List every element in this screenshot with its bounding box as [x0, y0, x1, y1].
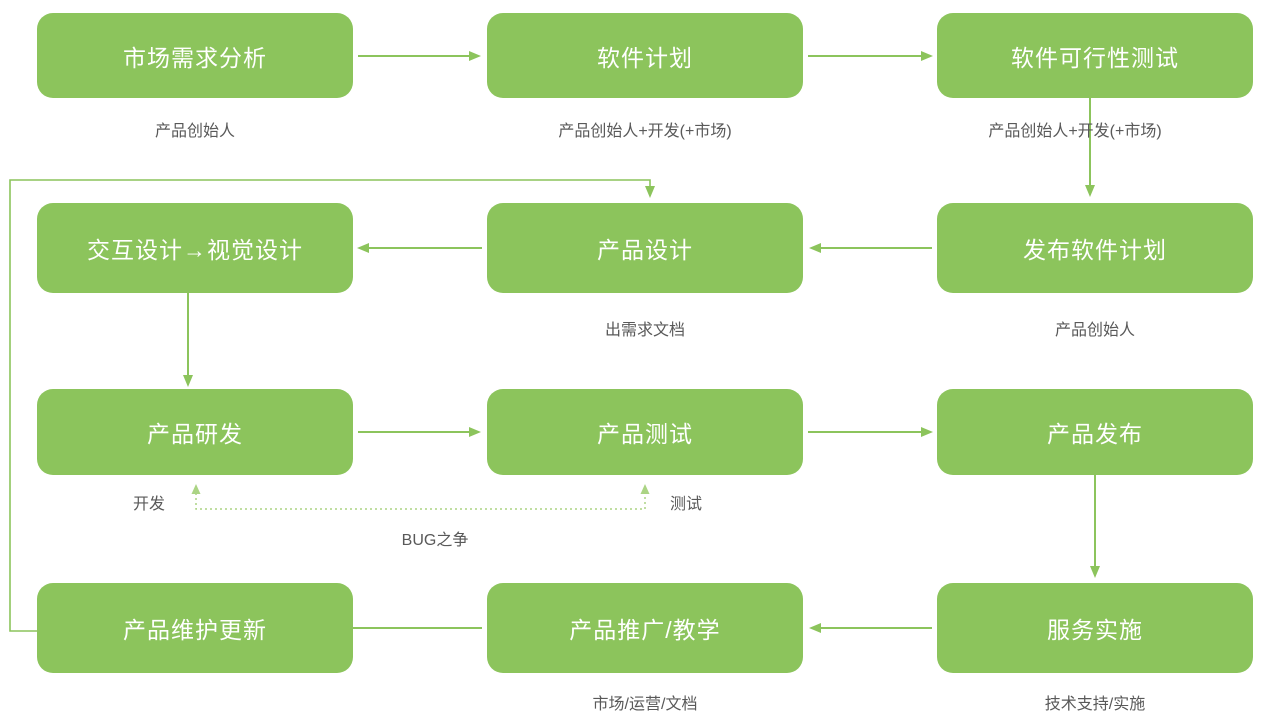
annotation-test: 测试 [669, 496, 703, 513]
node-product-release: 产品发布 [937, 389, 1253, 475]
node-product-release-label: 产品发布 [1047, 421, 1143, 447]
node-product-dev: 产品研发 [37, 389, 353, 475]
node-feasibility-test: 软件可行性测试 [937, 13, 1253, 98]
sublabel-release-plan: 产品创始人 [1054, 322, 1136, 339]
node-software-plan-label: 软件计划 [597, 44, 693, 71]
node-market-analysis: 市场需求分析 [37, 13, 353, 98]
node-market-analysis-label: 市场需求分析 [123, 44, 267, 71]
sublabel-market-analysis: 产品创始人 [154, 123, 236, 140]
node-interaction-design-label: 交互设计→视觉设计 [87, 237, 303, 263]
node-promotion-label: 产品推广/教学 [569, 617, 721, 643]
node-release-plan-label: 发布软件计划 [1023, 237, 1167, 263]
sublabel-promotion: 市场/运营/文档 [592, 696, 698, 713]
node-service-label: 服务实施 [1047, 617, 1143, 643]
node-product-design: 产品设计 [487, 203, 803, 293]
node-software-plan: 软件计划 [487, 13, 803, 98]
connector-bug-fight-dashed [191, 484, 650, 510]
sublabel-service: 技术支持/实施 [1044, 696, 1146, 713]
annotation-bug-fight: BUG之争 [401, 532, 469, 549]
sublabel-product-design: 出需求文档 [604, 322, 686, 339]
node-maintenance-label: 产品维护更新 [123, 617, 267, 643]
annotation-dev: 开发 [132, 496, 166, 513]
node-service: 服务实施 [937, 583, 1253, 673]
sublabel-feasibility-test: 产品创始人+开发(+市场) [988, 123, 1162, 140]
node-feasibility-test-label: 软件可行性测试 [1011, 44, 1179, 71]
connector-maintenance-loop-to-design [9, 179, 655, 632]
node-product-design-label: 产品设计 [597, 237, 693, 263]
node-product-test-label: 产品测试 [597, 421, 693, 447]
node-product-dev-label: 产品研发 [147, 421, 243, 447]
node-product-test: 产品测试 [487, 389, 803, 475]
node-maintenance: 产品维护更新 [37, 583, 353, 673]
node-promotion: 产品推广/教学 [487, 583, 803, 673]
sublabel-software-plan: 产品创始人+开发(+市场) [558, 123, 732, 140]
node-release-plan: 发布软件计划 [937, 203, 1253, 293]
node-interaction-design: 交互设计→视觉设计 [37, 203, 353, 293]
